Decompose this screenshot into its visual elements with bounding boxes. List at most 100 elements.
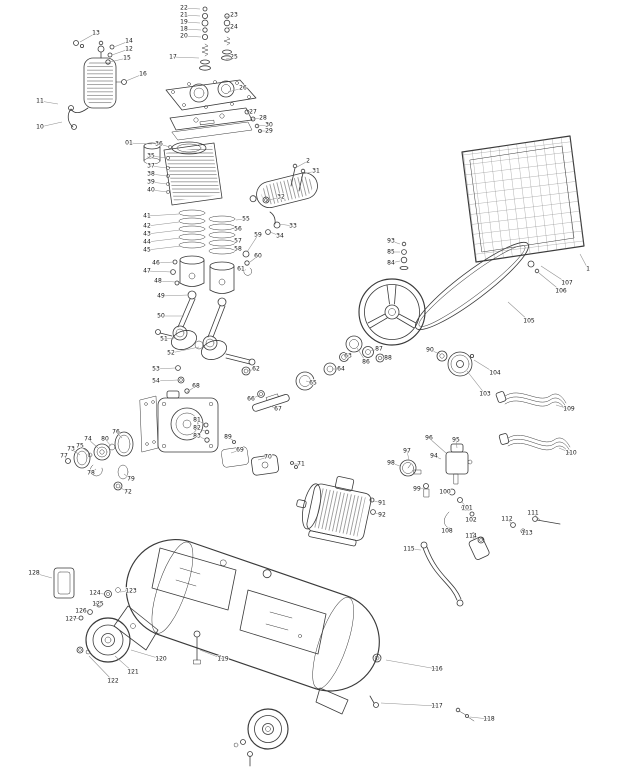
part-number-29: 29 <box>265 128 273 135</box>
part-number-38: 38 <box>147 171 155 178</box>
leader-line-25 <box>225 56 235 60</box>
air-filter <box>249 172 318 208</box>
leader-line-59 <box>246 234 259 253</box>
leader-line-115 <box>408 548 422 551</box>
part-number-81: 81 <box>193 417 201 424</box>
mounting-plate-2 <box>239 589 327 655</box>
leader-line-56 <box>234 227 239 230</box>
part-number-92: 92 <box>378 512 386 519</box>
oil-plugs <box>203 422 210 443</box>
leader-line-34 <box>269 231 281 237</box>
part-number-40: 40 <box>147 187 155 194</box>
part-number-31: 31 <box>312 168 320 175</box>
part-number-69: 69 <box>236 447 244 454</box>
part-number-85: 85 <box>387 249 395 256</box>
leader-line-57 <box>234 238 239 242</box>
leader-line-119 <box>199 649 224 660</box>
leader-line-24 <box>225 26 235 29</box>
part-number-86: 86 <box>362 359 370 366</box>
leader-line-63 <box>343 355 349 358</box>
pressure-switch-assembly <box>399 443 475 530</box>
leader-line-96 <box>428 437 447 454</box>
part-number-1: 1 <box>586 266 590 273</box>
leader-line-53 <box>155 367 176 370</box>
cylinder-bolts <box>166 145 172 194</box>
part-number-15: 15 <box>123 55 131 62</box>
wheel-axle-left <box>76 646 91 655</box>
leader-line-47 <box>146 270 173 273</box>
part-number-110: 110 <box>565 450 577 457</box>
part-number-118: 118 <box>483 716 495 723</box>
part-number-79: 79 <box>127 476 135 483</box>
leader-line-41 <box>146 213 180 217</box>
shaft-and-bearings <box>241 352 349 412</box>
part-number-120: 120 <box>155 656 167 663</box>
part-number-63: 63 <box>344 353 352 360</box>
leader-line-79 <box>123 473 132 480</box>
valve-plate-and-gaskets <box>169 107 253 141</box>
leader-line-69 <box>230 449 241 454</box>
part-number-26: 26 <box>239 85 247 92</box>
leader-line-123 <box>119 590 132 593</box>
leader-line-92 <box>374 512 383 516</box>
leader-line-104 <box>473 359 496 374</box>
part-number-78: 78 <box>87 470 95 477</box>
leader-line-107 <box>540 265 568 284</box>
part-number-16: 16 <box>139 71 147 78</box>
drive-belt <box>415 242 529 330</box>
flywheel <box>358 278 426 346</box>
part-number-50: 50 <box>157 313 165 320</box>
part-number-68: 68 <box>192 383 200 390</box>
pipe-fasteners <box>477 516 561 544</box>
part-number-14: 14 <box>125 38 133 45</box>
part-callouts: 1314121516111022211918201723242526272830… <box>27 4 590 724</box>
leader-line-20 <box>183 35 202 38</box>
motor-wires <box>498 433 571 456</box>
part-number-58: 58 <box>234 246 242 253</box>
part-number-121: 121 <box>127 669 139 676</box>
leader-line-48 <box>157 280 177 283</box>
leader-line-68 <box>186 385 197 393</box>
leader-line-62 <box>246 368 257 372</box>
part-number-126: 126 <box>75 608 87 615</box>
leader-line-58 <box>234 246 239 250</box>
part-number-119: 119 <box>217 656 229 663</box>
leader-line-82 <box>196 427 206 432</box>
mounting-plate-1 <box>151 547 237 611</box>
part-number-10: 10 <box>36 124 44 131</box>
part-number-45: 45 <box>143 247 151 254</box>
leader-line-120 <box>130 649 162 660</box>
part-number-25: 25 <box>230 54 238 61</box>
leader-line-94 <box>433 455 442 460</box>
cylinder-sleeve <box>143 142 161 165</box>
part-number-55: 55 <box>242 216 250 223</box>
part-number-106: 106 <box>555 288 567 295</box>
leader-line-17 <box>172 56 200 59</box>
part-number-95: 95 <box>452 437 460 444</box>
leader-line-103 <box>466 370 486 395</box>
leader-line-77 <box>63 455 68 461</box>
part-number-101: 101 <box>461 505 473 512</box>
leader-line-14 <box>113 40 130 48</box>
part-number-20: 20 <box>180 33 188 40</box>
leader-line-80 <box>104 438 112 447</box>
leader-line-75 <box>79 445 89 453</box>
leader-line-105 <box>507 301 530 322</box>
part-number-66: 66 <box>247 396 255 403</box>
leader-line-128 <box>33 572 53 579</box>
part-number-115: 115 <box>403 546 415 553</box>
discharge-hose <box>420 541 464 607</box>
electric-motor <box>296 476 372 547</box>
leader-line-1 <box>579 253 589 270</box>
leader-line-118 <box>469 716 490 720</box>
part-number-112: 112 <box>501 516 513 523</box>
part-number-65: 65 <box>309 380 317 387</box>
part-number-113: 113 <box>521 530 533 537</box>
part-number-70: 70 <box>264 454 272 461</box>
leader-line-26 <box>227 87 244 93</box>
drain-screws <box>455 707 475 722</box>
part-number-89: 89 <box>224 434 232 441</box>
drain-cock <box>369 695 379 708</box>
part-number-94: 94 <box>430 453 438 460</box>
